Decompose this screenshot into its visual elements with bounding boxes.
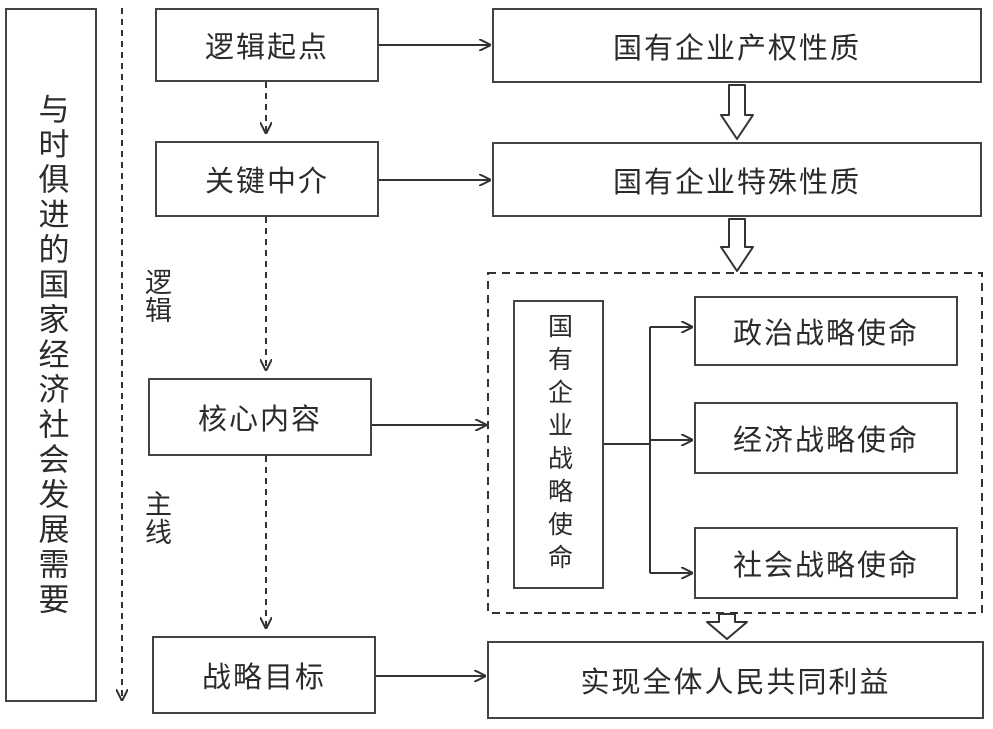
context-label: 与时俱进的国家经济社会发展需要 (32, 92, 69, 618)
property-to-special-block-arrow (720, 84, 754, 140)
common-interest-label: 实现全体人民共同利益 (580, 665, 891, 699)
common-interest-box: 实现全体人民共同利益 (487, 641, 984, 719)
key-mediator-box: 关键中介 (155, 141, 379, 217)
strategic-goal-box: 战略目标 (152, 636, 376, 714)
key-mediator-label: 关键中介 (204, 164, 329, 198)
strategic-mission-title-box: 国有企业战略使命 (513, 300, 604, 589)
core-content-label: 核心内容 (197, 402, 322, 436)
special-nature-label: 国有企业特殊性质 (612, 164, 861, 199)
strategic-goal-label: 战略目标 (201, 660, 326, 694)
core-content-box: 核心内容 (148, 378, 372, 456)
strategic-mission-title: 国有企业战略使命 (544, 312, 574, 577)
logic-start-label: 逻辑起点 (204, 30, 329, 64)
social-mission-box: 社会战略使命 (694, 527, 958, 599)
mission-to-outcome-block-arrow (706, 613, 748, 640)
context-sidebar-box: 与时俱进的国家经济社会发展需要 (5, 8, 97, 702)
political-mission-label: 政治战略使命 (732, 316, 919, 350)
special-to-mission-block-arrow (720, 218, 754, 272)
political-mission-box: 政治战略使命 (694, 296, 958, 366)
logic-start-box: 逻辑起点 (155, 8, 379, 82)
logic-line-label-bottom: 主线 (140, 490, 171, 546)
property-nature-box: 国有企业产权性质 (492, 8, 982, 83)
property-nature-label: 国有企业产权性质 (612, 30, 861, 65)
economic-mission-box: 经济战略使命 (694, 402, 958, 474)
special-nature-box: 国有企业特殊性质 (492, 142, 982, 217)
economic-mission-label: 经济战略使命 (732, 423, 919, 457)
social-mission-label: 社会战略使命 (732, 548, 919, 582)
logic-line-label-top: 逻辑 (140, 268, 171, 324)
